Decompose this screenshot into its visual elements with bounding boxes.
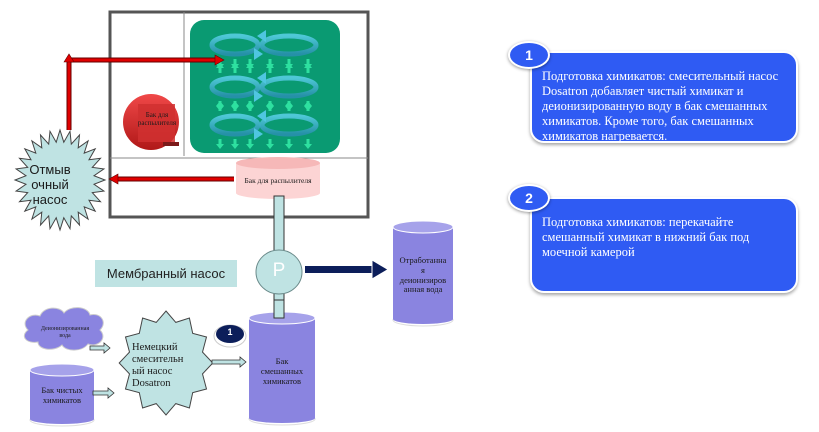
ring-arrowhead — [257, 110, 266, 122]
spray-up-arrow — [304, 63, 312, 73]
spray-down-arrow — [231, 139, 239, 149]
pure-chemicals-tank — [29, 363, 95, 427]
callout-step-1: Подготовка химикатов: смесительный насос… — [530, 51, 798, 143]
spray-tank-red — [123, 94, 179, 150]
callout-1-text: Подготовка химикатов: смесительный насос… — [542, 69, 779, 143]
spray-tank-red-label: Бак для распылителя — [137, 111, 177, 128]
spray-down-arrow — [266, 139, 274, 149]
spray-ring — [209, 113, 261, 137]
flow-arrow-chem — [92, 387, 115, 399]
flow-arrow-water — [89, 342, 111, 354]
callout-2-badge: 2 — [508, 184, 550, 212]
spray-down-arrow — [304, 139, 312, 149]
step-marker-label: 1 — [227, 327, 233, 337]
dosatron-pump — [118, 310, 214, 416]
deionized-water-label: Деионизированная вода — [40, 326, 90, 339]
mixed-chemicals-label: Бак смешанных химикатов — [260, 356, 304, 386]
ring-arrowhead — [254, 128, 263, 140]
deionized-water-cloud — [23, 307, 104, 351]
washing-pump-label: Отмыв очный насос — [29, 162, 71, 207]
spray-up-arrow — [246, 101, 254, 111]
spray-up-arrow — [266, 101, 274, 111]
dosatron-label: Немецкий смесительн ый насос Dosatron — [132, 342, 184, 390]
spray-down-arrow — [216, 139, 224, 149]
spray-ring — [259, 33, 319, 57]
spray-ring — [259, 75, 319, 99]
spray-up-arrow — [266, 63, 274, 73]
spray-tank-pink-label: Бак для распылителя — [244, 176, 312, 185]
spray-chamber — [190, 20, 340, 153]
spray-down-arrow — [246, 139, 254, 149]
callout-1-badge: 1 — [508, 41, 550, 69]
spray-up-arrow — [285, 101, 293, 111]
spray-up-arrow — [231, 63, 239, 73]
ring-arrowhead — [257, 72, 266, 84]
pure-chemicals-label: Бак чистых химикатов — [41, 385, 83, 405]
spray-ring — [209, 33, 261, 57]
red-pipe-supply — [63, 53, 225, 130]
spray-up-arrow — [246, 63, 254, 73]
spray-up-arrow — [216, 101, 224, 111]
pump-p-label: P — [272, 260, 286, 281]
washing-pump — [13, 128, 107, 232]
mixed-chemicals-tank — [248, 299, 316, 426]
spray-up-arrow — [216, 63, 224, 73]
callout-step-2: Подготовка химикатов: перекачайте смешан… — [530, 197, 798, 293]
spray-rings — [209, 30, 319, 149]
callout-2-text: Подготовка химикатов: перекачайте смешан… — [542, 215, 750, 259]
ring-arrowhead — [254, 48, 263, 60]
spray-up-arrow — [304, 101, 312, 111]
spray-up-arrow — [285, 63, 293, 73]
used-water-label: Отработанна я деионизиров анная вода — [399, 255, 447, 295]
ring-arrowhead — [254, 90, 263, 102]
spray-tank-pink — [236, 157, 320, 199]
spray-down-arrow — [285, 139, 293, 149]
membrane-pump-label: Мембранный насос — [95, 260, 237, 287]
drain-arrow — [305, 259, 389, 280]
spray-up-arrow — [231, 101, 239, 111]
red-pipe-return — [108, 173, 234, 185]
used-water-tank — [392, 220, 454, 327]
ring-arrowhead — [257, 30, 266, 42]
flow-arrow-dosatron — [211, 356, 247, 368]
step-marker — [213, 324, 247, 348]
spray-ring — [259, 113, 319, 137]
spray-ring — [209, 75, 261, 99]
pump-p — [255, 249, 303, 295]
